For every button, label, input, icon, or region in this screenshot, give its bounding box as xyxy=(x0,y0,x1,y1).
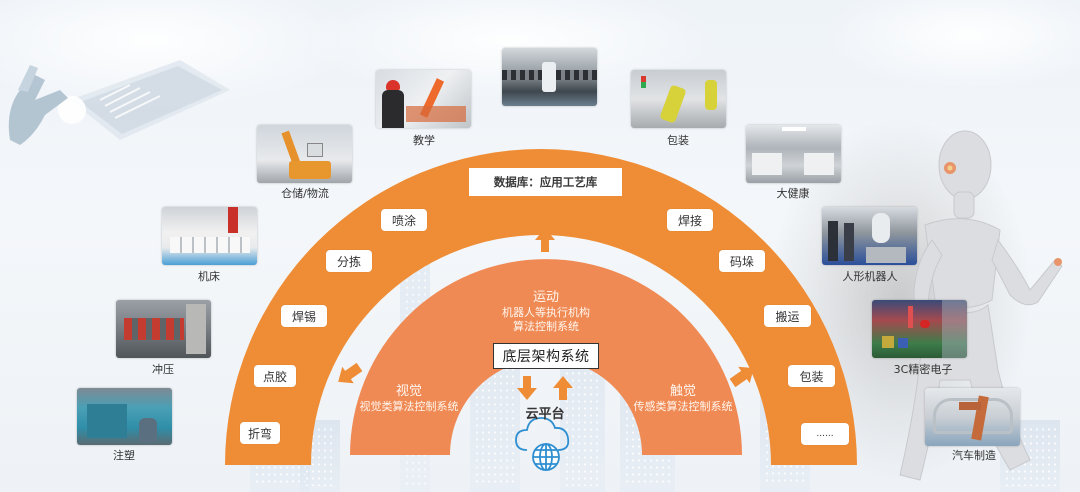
application-label: 注塑 xyxy=(113,449,135,462)
application-photo-automotive xyxy=(925,388,1020,446)
arrow-right-icon xyxy=(729,366,754,388)
touch-title: 触觉 xyxy=(669,384,696,399)
touch-line1: 传感类算法控制系统 xyxy=(633,400,733,413)
motion-line2: 算法控制系统 xyxy=(513,320,579,333)
application-photo-3c-electronics xyxy=(872,300,967,358)
application-photo-education xyxy=(376,70,471,128)
application-photo-warehouse-logistics xyxy=(257,125,352,183)
application-photo-packaging xyxy=(631,70,726,128)
process-item-spraying: 喷涂 xyxy=(381,209,427,231)
process-item-packing: 包装 xyxy=(788,365,835,387)
application-label: 机床 xyxy=(198,270,220,283)
process-item-handling: 搬运 xyxy=(764,305,811,327)
application-photo-production-line xyxy=(502,48,597,106)
vision-line1: 视觉类算法控制系统 xyxy=(359,400,459,413)
application-photo-humanoid-robot xyxy=(822,207,917,265)
motion-title: 运动 xyxy=(532,290,559,305)
database-label: 数据库：应用工艺库 xyxy=(469,168,622,196)
vision-block: 视觉 视觉类算法控制系统 xyxy=(352,384,466,414)
application-photo-stamping xyxy=(116,300,211,358)
arrow-left-icon xyxy=(338,362,363,384)
application-label: 3C精密电子 xyxy=(893,363,953,376)
motion-line1: 机器人等执行机构 xyxy=(502,306,590,319)
process-item-soldering: 焊锡 xyxy=(281,305,327,327)
application-label: 大健康 xyxy=(776,187,810,200)
touch-block: 触觉 传感类算法控制系统 xyxy=(626,384,740,414)
application-label: 人形机器人 xyxy=(842,270,898,283)
process-item-welding: 焊接 xyxy=(667,209,713,231)
cloud-globe-icon xyxy=(515,417,570,471)
process-item-dispensing: 点胶 xyxy=(254,365,296,387)
application-label: 包装 xyxy=(667,134,689,147)
process-item-sorting: 分拣 xyxy=(326,250,372,272)
process-item-bending: 折弯 xyxy=(240,422,280,444)
process-item-palletizing: 码垛 xyxy=(719,250,765,272)
arrow-up-to-database-icon xyxy=(535,228,555,252)
core-architecture-label: 底层架构系统 xyxy=(493,343,599,369)
cloud-platform-label: 云平台 xyxy=(525,407,565,422)
robot-hand-graphic xyxy=(8,60,230,145)
arrow-down-icon xyxy=(517,376,537,400)
motion-block: 运动 机器人等执行机构 算法控制系统 xyxy=(476,290,616,334)
application-photo-machine-tool xyxy=(162,207,257,265)
process-item-more: ...... xyxy=(801,423,849,445)
application-label: 仓储/物流 xyxy=(281,187,329,200)
arrow-up-icon xyxy=(553,376,573,400)
application-photo-healthcare xyxy=(746,125,841,183)
application-label: 汽车制造 xyxy=(952,449,996,462)
vision-title: 视觉 xyxy=(395,384,422,399)
application-label: 冲压 xyxy=(152,363,174,376)
application-photo-injection-molding xyxy=(77,388,172,445)
application-label: 教学 xyxy=(413,134,435,147)
